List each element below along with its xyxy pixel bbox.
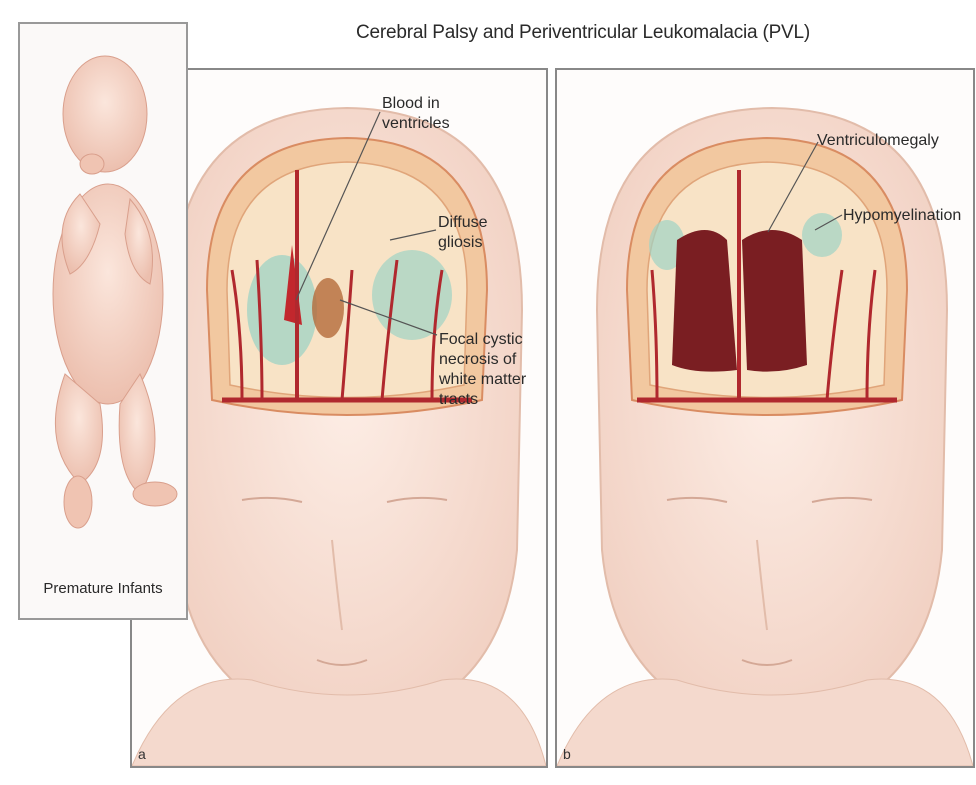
- callout-diffuse-gliosis: Diffuse gliosis: [438, 213, 488, 253]
- callout-blood-in-ventricles: Blood in ventricles: [382, 94, 450, 134]
- panel-b-ventriculomegaly: b: [555, 68, 975, 768]
- inset-label: Premature Infants: [20, 580, 186, 597]
- panel-a-letter: a: [138, 746, 146, 762]
- callout-hypomyelination: Hypomyelination: [843, 206, 961, 226]
- brain-section-a-illustration: [132, 70, 546, 766]
- callout-focal-cystic-necrosis: Focal cystic necrosis of white matter tr…: [439, 330, 526, 410]
- callout-ventriculomegaly: Ventriculomegaly: [817, 131, 939, 151]
- brain-section-b-illustration: [557, 70, 973, 766]
- infant-illustration: [20, 24, 186, 618]
- panel-a-brain-hemorrhage: a: [130, 68, 548, 768]
- premature-infant-inset: Premature Infants: [18, 22, 188, 620]
- figure-title: Cerebral Palsy and Periventricular Leuko…: [190, 22, 976, 44]
- panel-b-letter: b: [563, 746, 571, 762]
